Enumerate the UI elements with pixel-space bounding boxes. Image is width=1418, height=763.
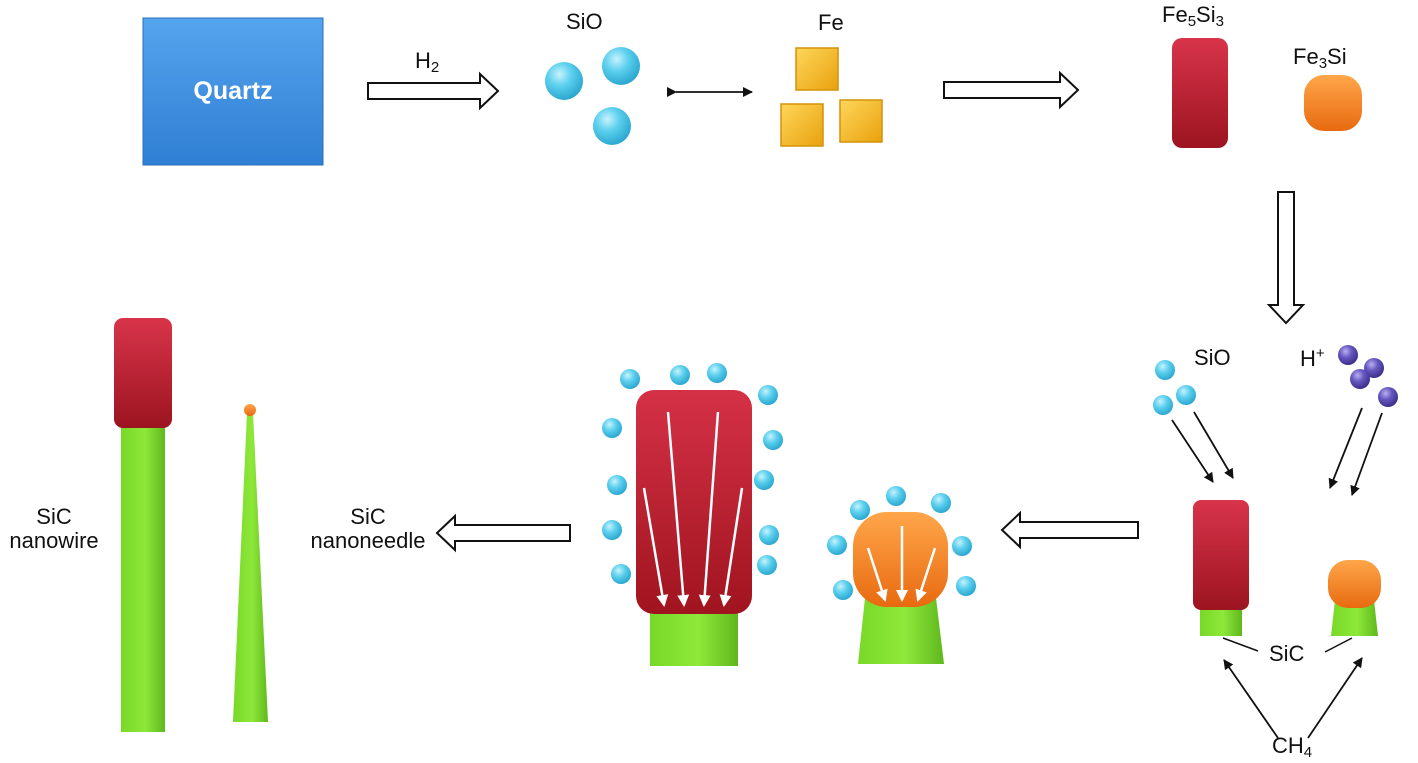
diffusion-arrows-small xyxy=(866,526,937,602)
sic-nanoneedle-label: SiC nanoneedle xyxy=(310,504,426,554)
sio-particles-middle-large xyxy=(602,363,783,584)
fe5si3-particle-top xyxy=(1172,38,1228,148)
hollow-arrow-2 xyxy=(943,70,1080,110)
fe3si-particle-right xyxy=(1328,560,1381,608)
fe3si-label: Fe3Si xyxy=(1293,44,1347,72)
sio-arrow-1 xyxy=(1171,419,1214,483)
sic-label: SiC xyxy=(1269,641,1305,666)
sic-nanowire-label-line1: SiC xyxy=(36,504,72,529)
sic-nanoneedle-label-line2: nanoneedle xyxy=(310,528,426,554)
ch4-label: CH4 xyxy=(1272,733,1313,761)
h-arrow-2 xyxy=(1350,412,1383,496)
hollow-arrow-4 xyxy=(435,513,571,553)
sio-particles-right xyxy=(1153,360,1196,415)
sic-nanoneedle-stem xyxy=(233,413,268,722)
fe5si3-particle-middle xyxy=(636,390,752,614)
sic-nanowire-label-line2: nanowire xyxy=(9,528,99,554)
quartz-block xyxy=(142,17,324,166)
sio-particles-middle-small xyxy=(827,486,976,600)
hollow-arrow-1 xyxy=(367,71,500,111)
fe3si-tip-nanoneedle xyxy=(244,404,256,416)
fe5si3-label: Fe5Si3 xyxy=(1162,2,1224,30)
sic-base-middle-large xyxy=(650,608,738,666)
sic-nanowire-label: SiC nanowire xyxy=(0,504,108,554)
fe-particles xyxy=(780,47,883,147)
h-plus-particles xyxy=(1338,345,1398,407)
diffusion-arrows-large xyxy=(642,411,744,607)
sio-particles-top xyxy=(545,47,640,145)
fe3si-particle-top xyxy=(1304,75,1362,131)
hollow-arrow-down xyxy=(1266,191,1306,325)
fe5si3-particle-right xyxy=(1193,500,1249,610)
h2-label: H2 xyxy=(415,48,440,76)
ch4-arrow-2 xyxy=(1307,657,1363,739)
fe5si3-tip-nanowire xyxy=(114,318,172,428)
hollow-arrow-3 xyxy=(1000,510,1139,550)
sic-nanoneedle-label-line1: SiC xyxy=(350,504,386,529)
sic-nanowire-stem xyxy=(121,420,165,732)
h-plus-label: H+ xyxy=(1300,345,1325,371)
sic-pointer-1 xyxy=(1222,637,1259,652)
sio-label-top: SiO xyxy=(566,9,603,34)
sio-label-right: SiO xyxy=(1194,345,1231,370)
fe3si-particle-middle xyxy=(853,512,948,607)
fe-label: Fe xyxy=(818,10,844,35)
h-arrow-1 xyxy=(1328,407,1363,489)
sic-base-middle-small xyxy=(858,598,944,664)
ch4-arrow-1 xyxy=(1223,659,1279,739)
sio-arrow-2 xyxy=(1193,411,1234,479)
sic-pointer-2 xyxy=(1324,637,1353,653)
sic-base-right-2 xyxy=(1331,600,1378,636)
